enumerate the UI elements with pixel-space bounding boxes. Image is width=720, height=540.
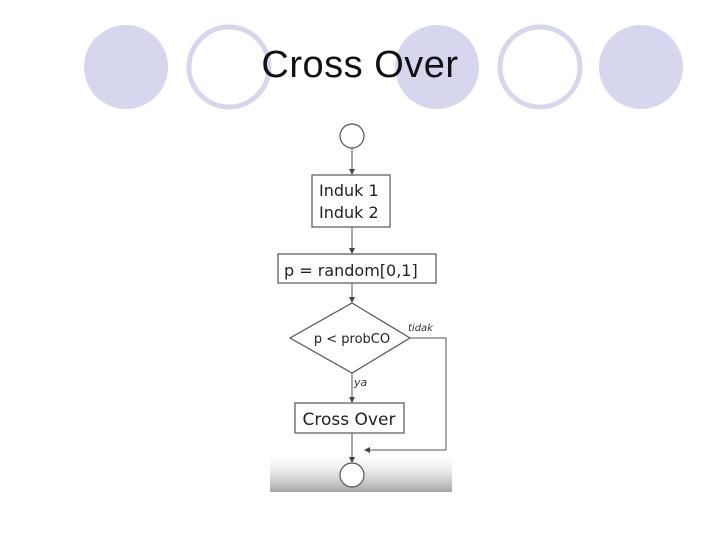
crossover-flowchart: Induk 1 Induk 2 p = random[0,1] p < prob…: [270, 123, 452, 492]
filled-circle-5: [599, 25, 683, 109]
crossover-box-label: Cross Over: [303, 410, 396, 430]
yes-branch-label: ya: [353, 376, 368, 389]
ring-circle-4: [497, 24, 583, 110]
parents-box: [311, 174, 391, 228]
random-box: [277, 253, 437, 284]
no-branch-line: [364, 337, 447, 453]
parents-line-2: Induk 2: [319, 203, 379, 222]
no-branch-label: tidak: [408, 323, 434, 334]
random-box-label: p = random[0,1]: [284, 261, 418, 280]
slide-title: Cross Over: [261, 44, 459, 86]
crossover-box: [294, 402, 405, 434]
filled-circle-1: [84, 25, 168, 109]
end-terminal: [339, 462, 365, 488]
decorative-circles: [84, 24, 683, 110]
filled-circle-3: [395, 25, 479, 109]
parents-line-1: Induk 1: [319, 181, 379, 200]
start-terminal: [339, 123, 365, 149]
ring-circle-2: [186, 24, 272, 110]
decision-label: p < probCO: [314, 332, 390, 347]
